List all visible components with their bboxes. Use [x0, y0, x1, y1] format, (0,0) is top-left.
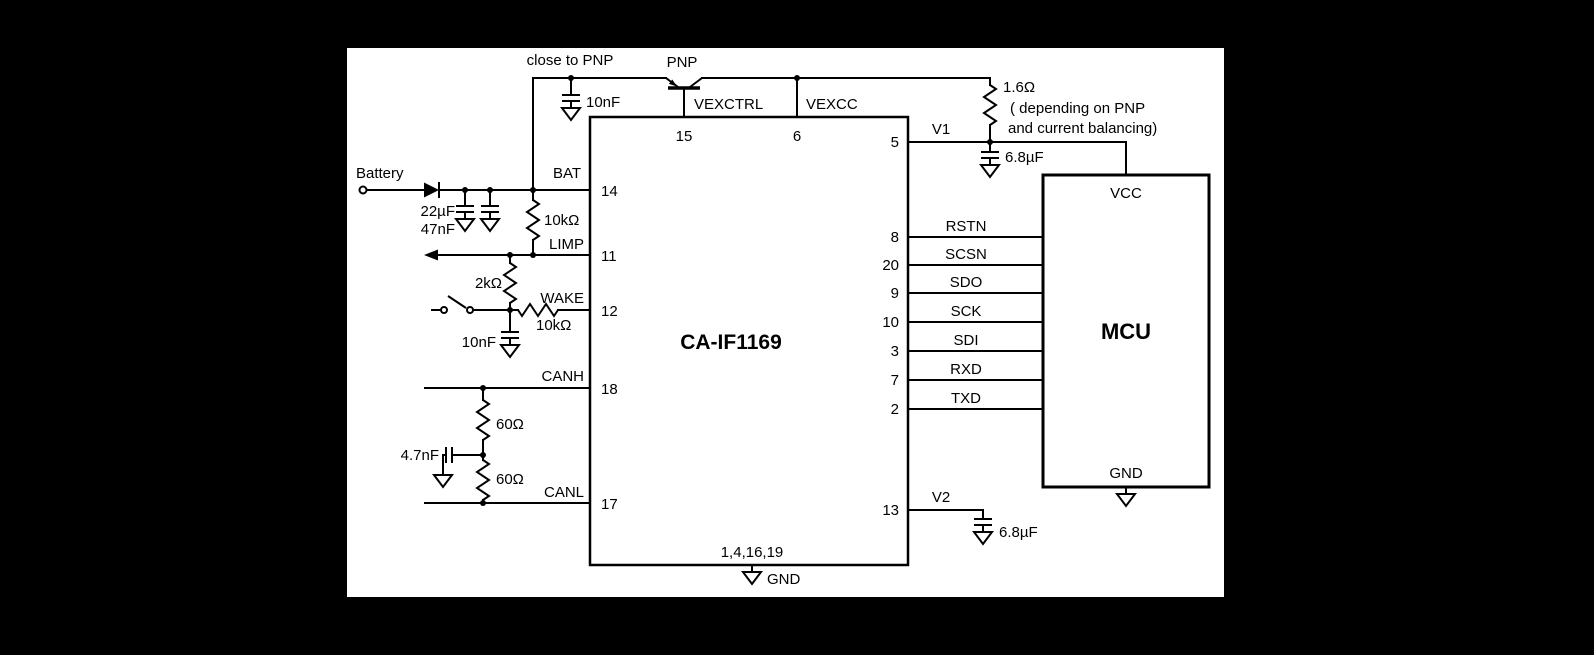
signal-sck: 10 SCK [882, 303, 1044, 331]
pin-sck-num: 10 [882, 314, 899, 331]
diagram-background [347, 48, 1224, 597]
pin-vexcc-num: 6 [793, 128, 801, 145]
res-note-2: and current balancing) [1008, 120, 1157, 137]
limp-net: LIMP 11 [424, 236, 617, 265]
net-sdi-label: SDI [953, 332, 978, 349]
ic-bottom-pins: 1,4,16,19 [721, 544, 784, 561]
pin-canh-label: CANH [541, 368, 584, 385]
pin-rxd-num: 7 [891, 372, 899, 389]
can-bus-net: CANH 18 60Ω 60Ω 4.7nF CANL 17 [401, 368, 618, 513]
pin-canl-label: CANL [544, 484, 584, 501]
pin-bat-label: BAT [553, 165, 581, 182]
signal-sdi: 3 SDI [891, 332, 1044, 360]
res-bat-label: 10kΩ [544, 212, 579, 229]
ic-name: CA-IF1169 [680, 331, 782, 354]
ic-ground: 1,4,16,19 GND [721, 544, 801, 588]
pin-sdi-num: 3 [891, 343, 899, 360]
res-wake-series-label: 10kΩ [536, 317, 571, 334]
junction-dot [794, 75, 800, 81]
battery-terminal [358, 185, 368, 195]
pin-v1-num: 5 [891, 134, 899, 151]
pin-vexcc-label: VEXCC [806, 96, 858, 113]
net-scsn-label: SCSN [945, 246, 987, 263]
signal-scsn: 20 SCSN [882, 246, 1044, 274]
cap-v1-label: 6.8µF [1005, 149, 1044, 166]
junction-dot [987, 139, 993, 145]
junction-dot [480, 385, 486, 391]
pnp-emitter-arrow [668, 79, 677, 87]
pin-txd-num: 2 [891, 401, 899, 418]
battery-label: Battery [356, 165, 404, 182]
signal-sdo: 9 SDO [891, 274, 1044, 302]
mcu-name: MCU [1101, 319, 1151, 344]
pin-vexctrl-num: 15 [676, 128, 693, 145]
junction-dot [507, 252, 513, 258]
v2-net: 13 V2 6.8µF [882, 489, 1038, 545]
junction-dot [487, 187, 493, 193]
pin-limp-label: LIMP [549, 236, 584, 253]
vexcc-resistor-net: 1.6Ω ( depending on PNP and current bala… [983, 77, 1157, 143]
pnp-label: PNP [667, 54, 698, 71]
pin-v2-num: 13 [882, 502, 899, 519]
mcu-gnd-label: GND [1109, 465, 1143, 482]
pnp-transistor: PNP [665, 54, 798, 118]
res-canh-label: 60Ω [496, 416, 524, 433]
wire-split-cap-gnd [442, 454, 447, 469]
ic-gnd-label: GND [767, 571, 801, 588]
pin-rstn-num: 8 [891, 229, 899, 246]
res-note-1: ( depending on PNP [1010, 100, 1145, 117]
net-sck-label: SCK [951, 303, 982, 320]
junction-dots [462, 75, 993, 506]
net-v2-label: V2 [932, 489, 950, 506]
v1-net: 5 V1 6.8µF [891, 121, 1127, 178]
junction-dot [568, 75, 574, 81]
cap-bulk-label: 22µF [421, 203, 456, 220]
net-v1-label: V1 [932, 121, 950, 138]
cap-input-label: 47nF [421, 221, 455, 238]
junction-dot [530, 252, 536, 258]
pin-vexctrl-label: VEXCTRL [694, 96, 763, 113]
pin-wake-label: WAKE [540, 290, 584, 307]
switch-contact [466, 306, 474, 314]
pin-bat-num: 14 [601, 183, 618, 200]
cap-v2-label: 6.8µF [999, 524, 1038, 541]
ic-body [588, 115, 910, 567]
junction-dot [530, 187, 536, 193]
signal-rxd: 7 RXD [891, 361, 1044, 389]
signal-rstn: 8 RSTN [891, 218, 1044, 246]
diode-icon [424, 182, 439, 198]
pin-sdo-num: 9 [891, 285, 899, 302]
net-rxd-label: RXD [950, 361, 982, 378]
junction-dot [480, 452, 486, 458]
close-to-pnp-note: close to PNP [527, 52, 614, 69]
res-vexcc-label: 1.6Ω [1003, 79, 1035, 96]
net-sdo-label: SDO [950, 274, 983, 291]
pnp-collector [689, 77, 703, 88]
res-canl-label: 60Ω [496, 471, 524, 488]
mcu-vcc-label: VCC [1110, 185, 1142, 202]
junction-dot [507, 307, 513, 313]
pin-canh-num: 18 [601, 381, 618, 398]
switch-lever-icon [447, 295, 467, 309]
junction-dot [480, 500, 486, 506]
net-rstn-label: RSTN [946, 218, 987, 235]
res-limp-wake-label: 2kΩ [475, 275, 502, 292]
cap-split-label: 4.7nF [401, 447, 439, 464]
pin-limp-num: 11 [601, 248, 617, 265]
input-capacitors: 22µF 47nF [421, 189, 500, 238]
pin-wake-num: 12 [601, 303, 618, 320]
wire-v1-to-mcu-vcc [907, 141, 1127, 176]
net-txd-label: TXD [951, 390, 981, 407]
pin-canl-num: 17 [601, 496, 618, 513]
limp-arrow-icon [424, 249, 438, 261]
pin-scsn-num: 20 [882, 257, 899, 274]
junction-dot [462, 187, 468, 193]
cap-pnp-label: 10nF [586, 94, 620, 111]
signal-txd: 2 TXD [891, 390, 1044, 418]
wake-net: 2kΩ 10kΩ WAKE 12 10nF [431, 254, 618, 358]
cap-wake-label: 10nF [462, 334, 496, 351]
